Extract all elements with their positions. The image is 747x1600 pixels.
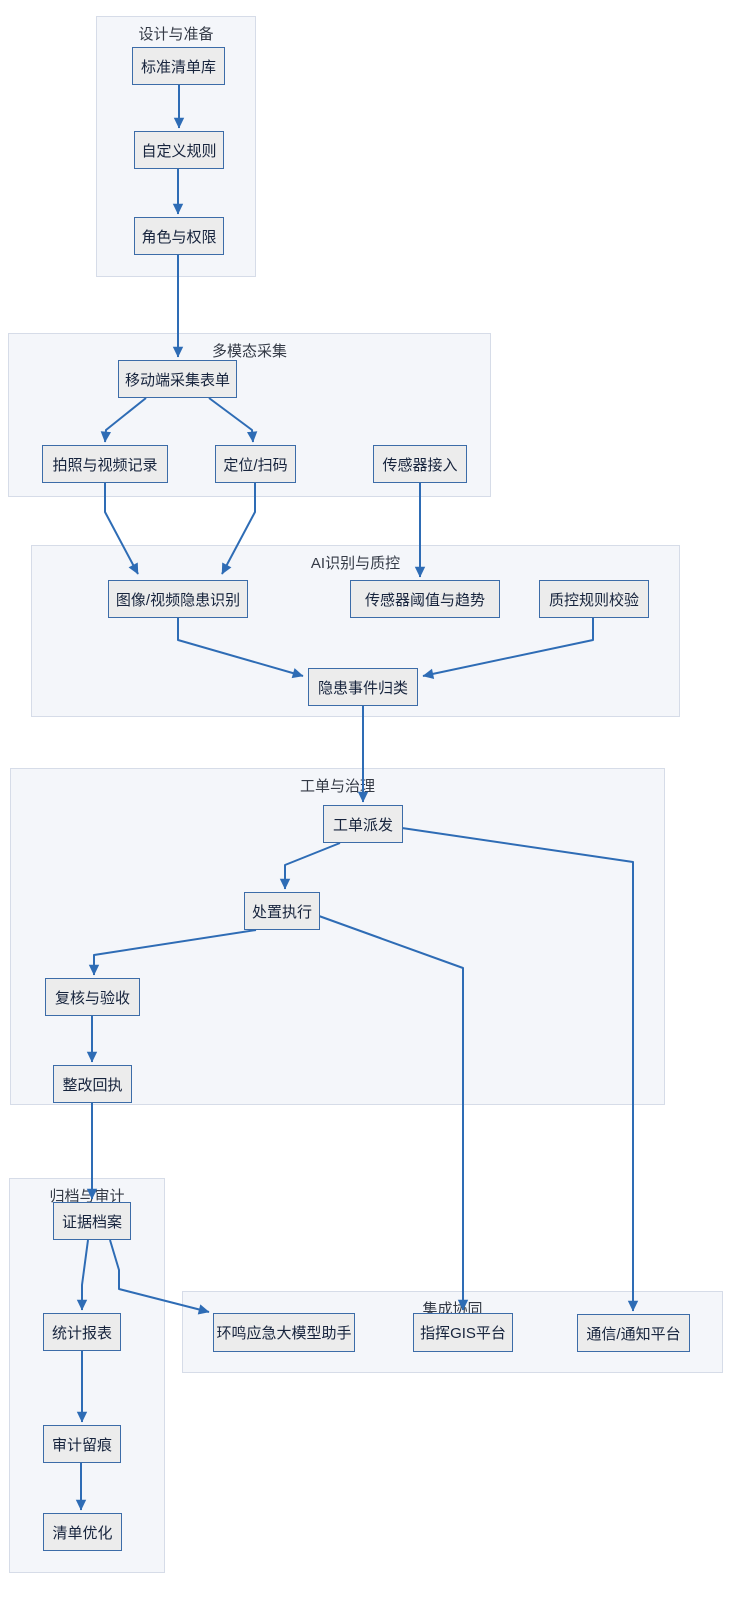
- node-custom-rules: 自定义规则: [134, 131, 224, 169]
- node-standard-checklist-library: 标准清单库: [132, 47, 225, 85]
- node-image-video-hazard-recognition: 图像/视频隐患识别: [108, 580, 248, 618]
- node-command-gis-platform: 指挥GIS平台: [413, 1313, 513, 1352]
- node-work-order-dispatch: 工单派发: [323, 805, 403, 843]
- node-location-scan: 定位/扫码: [215, 445, 296, 483]
- subgraph-work-order-governance: 工单与治理: [10, 768, 665, 1105]
- node-photo-video-capture: 拍照与视频记录: [42, 445, 168, 483]
- node-sensor-access: 传感器接入: [373, 445, 467, 483]
- subgraph-title: 多模态采集: [211, 343, 287, 360]
- node-review-acceptance: 复核与验收: [45, 978, 140, 1016]
- node-huanming-llm-assistant: 环鸣应急大模型助手: [213, 1313, 355, 1352]
- subgraph-title: AI识别与质控: [310, 555, 401, 572]
- node-disposal-execution: 处置执行: [244, 892, 320, 930]
- node-sensor-threshold-trend: 传感器阈值与趋势: [350, 580, 500, 618]
- subgraph-title: 工单与治理: [299, 778, 375, 795]
- subgraph-title: 设计与准备: [138, 26, 214, 43]
- node-hazard-event-classification: 隐患事件归类: [308, 668, 418, 706]
- node-checklist-optimization: 清单优化: [43, 1513, 122, 1551]
- node-evidence-archive: 证据档案: [53, 1202, 131, 1240]
- node-roles-permissions: 角色与权限: [134, 217, 224, 255]
- node-communication-notification-platform: 通信/通知平台: [577, 1314, 690, 1352]
- node-qc-rule-check: 质控规则校验: [539, 580, 649, 618]
- node-statistics-report: 统计报表: [43, 1313, 121, 1351]
- node-rectification-receipt: 整改回执: [53, 1065, 132, 1103]
- node-audit-trail: 审计留痕: [43, 1425, 121, 1463]
- node-mobile-collection-form: 移动端采集表单: [118, 360, 237, 398]
